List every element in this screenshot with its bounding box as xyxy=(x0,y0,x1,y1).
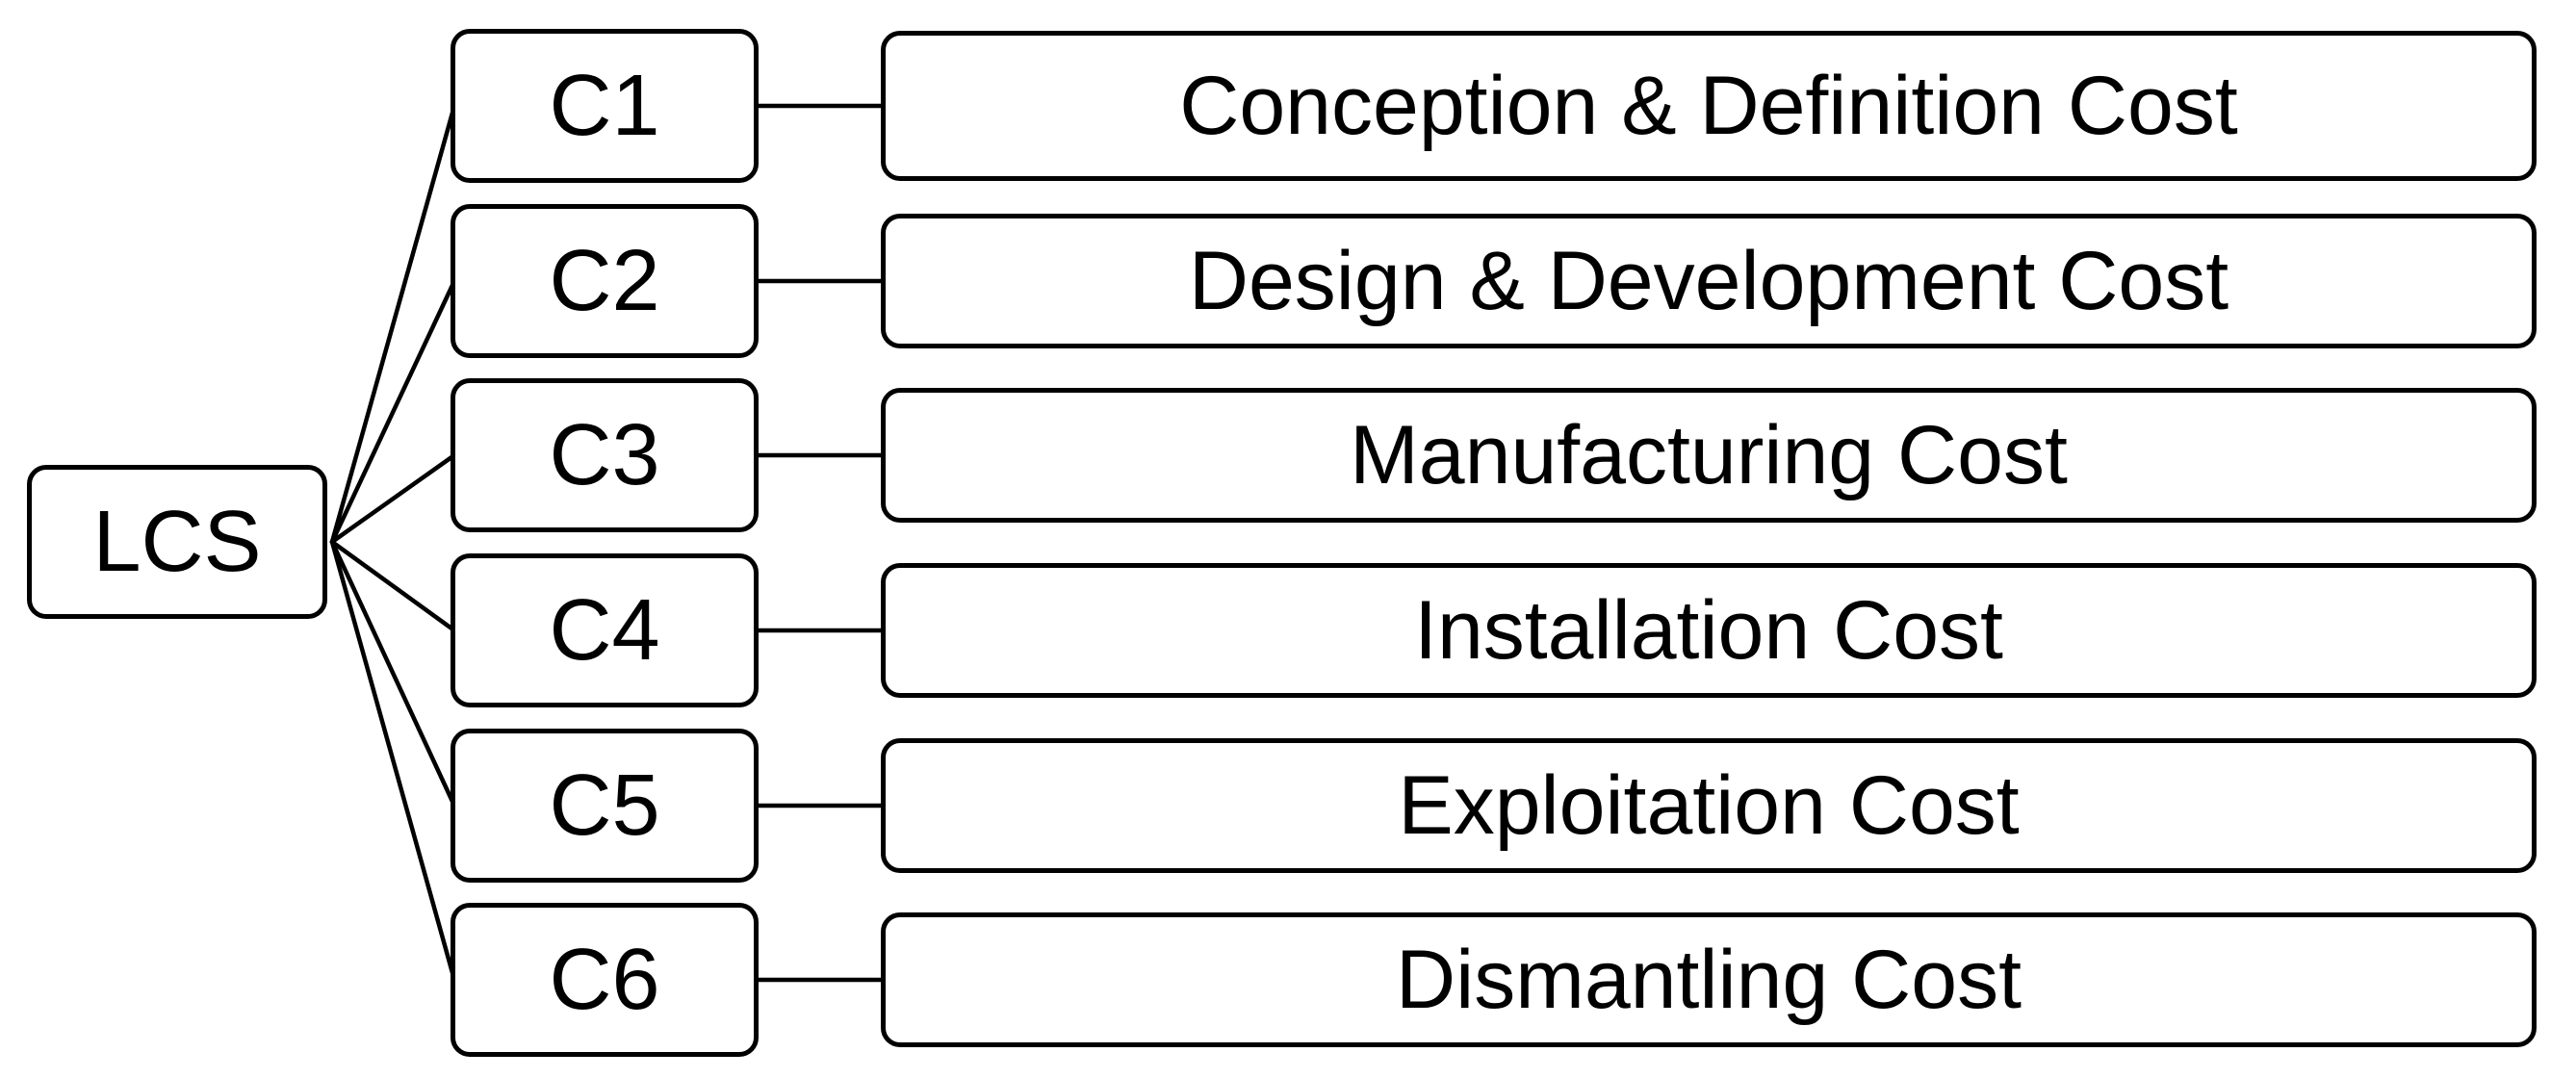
c5-code-node: C5 xyxy=(451,729,759,883)
c4-code-node: C4 xyxy=(451,553,759,707)
c4-label-node: Installation Cost xyxy=(881,563,2537,698)
c6-label-node: Dismantling Cost xyxy=(881,912,2537,1047)
connector-lcs-c6 xyxy=(329,539,457,983)
connector-lcs-c5 xyxy=(329,539,457,808)
lcs-root-node: LCS xyxy=(27,465,327,619)
c5-code-text: C5 xyxy=(549,757,660,854)
connector-lcs-c3 xyxy=(329,452,457,545)
c6-label-text: Dismantling Cost xyxy=(1396,934,2022,1026)
c1-code-text: C1 xyxy=(549,58,660,154)
c6-code-node: C6 xyxy=(451,903,759,1057)
c1-code-node: C1 xyxy=(451,29,759,183)
c2-label-text: Design & Development Cost xyxy=(1188,235,2229,327)
c5-label-text: Exploitation Cost xyxy=(1398,759,2020,852)
c3-label-node: Manufacturing Cost xyxy=(881,388,2537,523)
c2-code-text: C2 xyxy=(549,233,660,329)
c2-code-node: C2 xyxy=(451,204,759,358)
c4-label-text: Installation Cost xyxy=(1414,584,2003,677)
connector-lcs-c4 xyxy=(329,539,457,633)
c2-label-node: Design & Development Cost xyxy=(881,214,2537,348)
c4-code-text: C4 xyxy=(549,582,660,679)
c6-code-text: C6 xyxy=(549,932,660,1028)
c3-code-node: C3 xyxy=(451,378,759,532)
c1-label-node: Conception & Definition Cost xyxy=(881,31,2537,181)
connector-lcs-c2 xyxy=(329,278,457,545)
c3-label-text: Manufacturing Cost xyxy=(1350,409,2068,501)
c1-label-text: Conception & Definition Cost xyxy=(1179,60,2238,152)
c3-code-text: C3 xyxy=(549,407,660,503)
c5-label-node: Exploitation Cost xyxy=(881,738,2537,873)
lcs-root-label: LCS xyxy=(92,494,262,590)
connector-lcs-c1 xyxy=(329,103,457,545)
